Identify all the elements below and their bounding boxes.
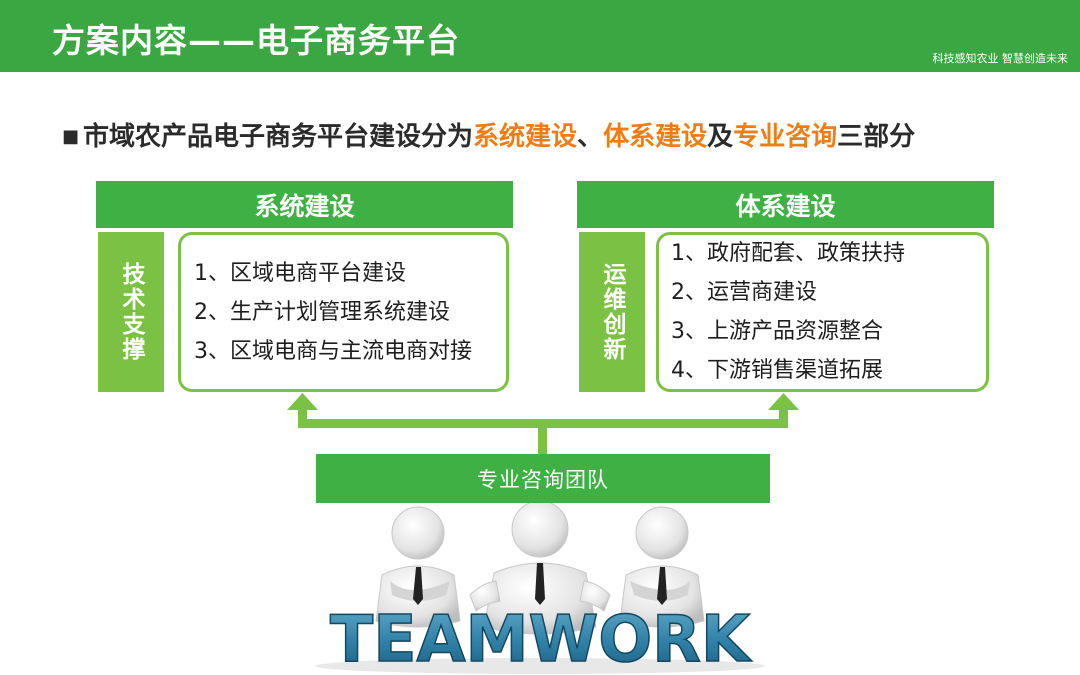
intro-highlight-framework: 体系建设 <box>603 122 708 152</box>
bullet-square-icon: ■ <box>62 126 80 147</box>
system-section-title: 系统建设 <box>96 181 513 228</box>
framework-section-title: 体系建设 <box>577 181 994 228</box>
list-item: 2、生产计划管理系统建设 <box>194 299 450 325</box>
header-bar: 方案内容——电子商务平台 科技感知农业 智慧创造未来 <box>0 0 1080 72</box>
figure-left <box>375 506 461 628</box>
header-slogan: 科技感知农业 智慧创造未来 <box>932 52 1069 65</box>
list-item: 4、下游销售渠道拓展 <box>671 358 883 383</box>
teamwork-illustration: TEAMWORK <box>315 503 765 675</box>
intro-highlight-consulting: 专业咨询 <box>733 122 838 152</box>
list-item: 1、政府配套、政策扶持 <box>671 241 905 266</box>
list-item: 2、运营商建设 <box>671 280 817 305</box>
intro-line: ■市域农产品电子商务平台建设分为系统建设、体系建设及专业咨询三部分 <box>62 116 915 153</box>
intro-highlight-system: 系统建设 <box>473 122 578 152</box>
list-item: 1、区域电商平台建设 <box>194 260 406 286</box>
framework-items-box: 1、政府配套、政策扶持 2、运营商建设 3、上游产品资源整合 4、下游销售渠道拓… <box>656 232 989 392</box>
operation-innovation-tag: 运维创新 <box>579 232 645 392</box>
tech-support-tag: 技术支撑 <box>98 232 164 392</box>
list-item: 3、区域电商与主流电商对接 <box>194 338 472 364</box>
page-title: 方案内容——电子商务平台 <box>52 21 460 60</box>
list-item: 3、上游产品资源整合 <box>671 319 883 344</box>
intro-connector: 及 <box>707 122 734 152</box>
intro-suffix: 三部分 <box>837 122 916 152</box>
teamwork-text: TEAMWORK <box>330 603 752 675</box>
consulting-team-bar: 专业咨询团队 <box>316 454 770 503</box>
intro-prefix: 市域农产品电子商务平台建设分为 <box>83 122 474 152</box>
figure-center <box>469 503 611 635</box>
system-items-box: 1、区域电商平台建设 2、生产计划管理系统建设 3、区域电商与主流电商对接 <box>178 232 509 392</box>
intro-separator: 、 <box>577 122 604 152</box>
figure-right <box>619 506 705 628</box>
